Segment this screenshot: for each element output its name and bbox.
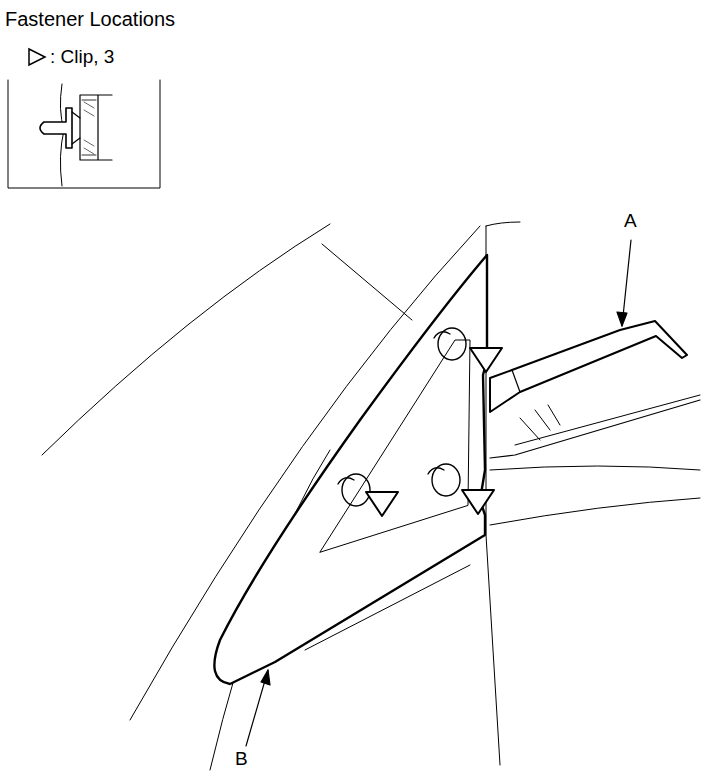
clip-triangle-symbol [26, 47, 48, 67]
clip-detail [40, 84, 112, 186]
legend-text: : Clip, 3 [50, 46, 114, 68]
legend-entry: : Clip, 3 [26, 46, 114, 68]
part-label: A [624, 211, 637, 232]
pillar-trim [490, 321, 687, 412]
trim-inner-edge [320, 340, 470, 552]
heading: Fastener Locations [5, 8, 175, 30]
part-label: B [235, 749, 248, 770]
quarter-trim [214, 255, 487, 684]
leader-arrows [246, 240, 631, 746]
clip-symbols [338, 328, 502, 516]
inset-frame [8, 80, 160, 188]
body-lines [42, 222, 700, 770]
